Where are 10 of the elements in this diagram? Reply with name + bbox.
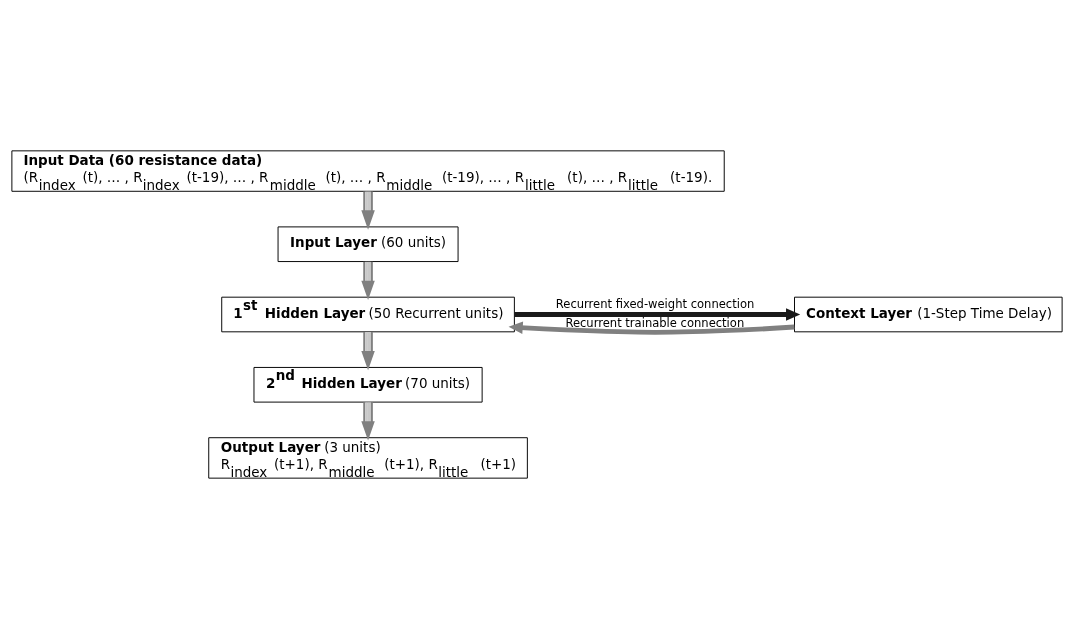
- node-box: Input Layer (60 units): [277, 225, 459, 262]
- arrow: [361, 190, 375, 230]
- arrow: [361, 260, 375, 300]
- edge-label: Recurrent fixed-weight connection: [555, 296, 755, 311]
- arrow: [508, 321, 795, 335]
- arrow: [361, 330, 375, 370]
- arrow: [361, 400, 375, 440]
- edge-label: Recurrent trainable connection: [565, 315, 745, 330]
- node-box: Context Layer (1-Step Time Delay): [794, 296, 1063, 332]
- arrow: [514, 307, 801, 321]
